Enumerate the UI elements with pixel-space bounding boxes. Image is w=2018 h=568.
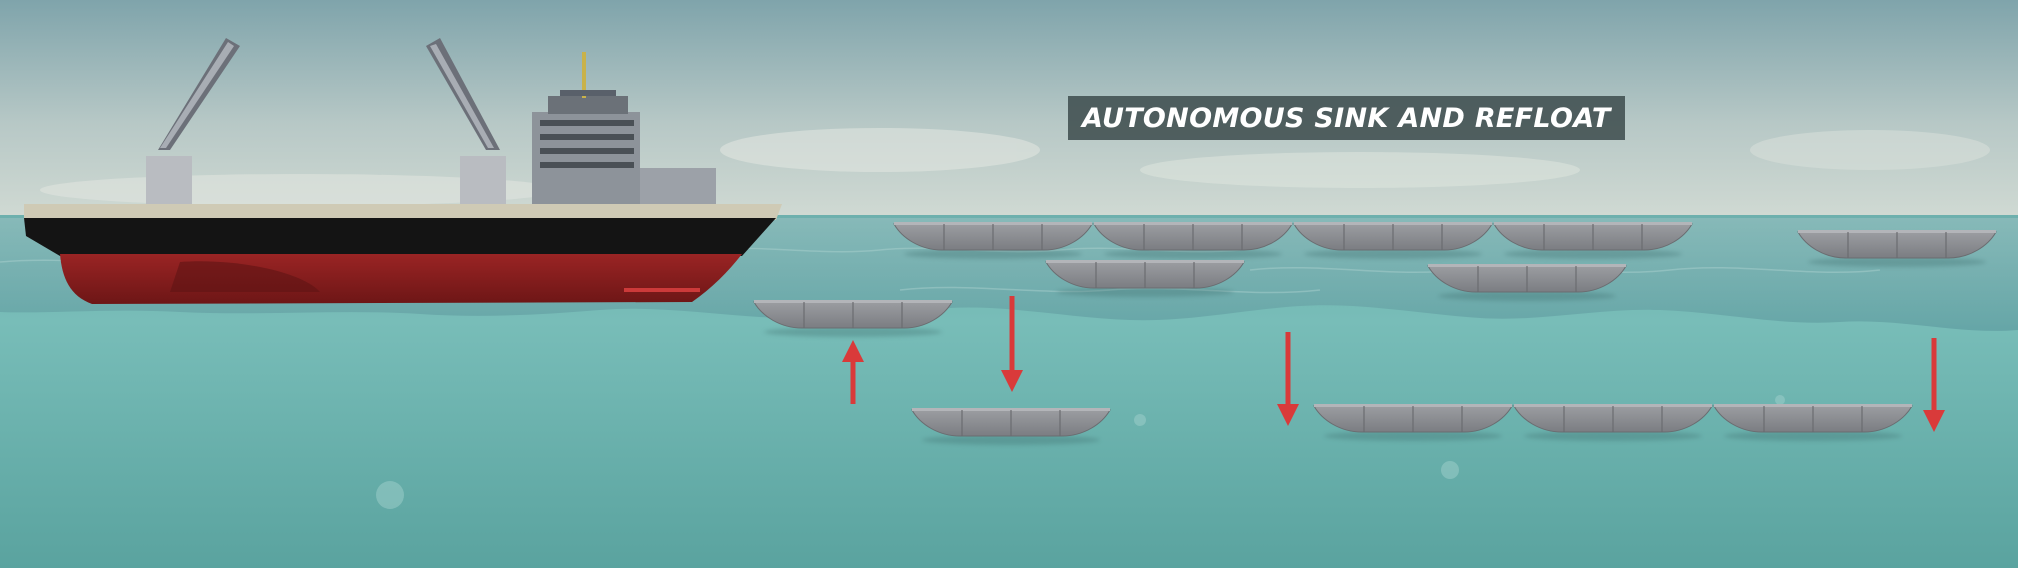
hull-deck [24, 204, 782, 220]
diagram-title-badge: AUTONOMOUS SINK AND REFLOAT [1068, 96, 1625, 140]
sink-arrow-icon [1001, 296, 1023, 392]
crane-pedestal-right [460, 156, 506, 206]
diagram-title: AUTONOMOUS SINK AND REFLOAT [1082, 102, 1611, 134]
barge-module-icon [753, 300, 953, 337]
hull-bottom [60, 254, 742, 304]
barge-module-icon [1797, 230, 1997, 267]
sink-arrow-icon [1923, 338, 1945, 432]
water-bubbles [376, 395, 1785, 509]
crane-pedestal-left [146, 156, 192, 206]
superstructure [532, 112, 640, 204]
barge-module-icon [893, 222, 1093, 259]
barge-module-icon [1045, 260, 1245, 297]
barge-group [753, 222, 1997, 445]
barge-module-icon [1493, 222, 1693, 259]
barge-module-icon [1427, 264, 1627, 301]
barge-module-icon [1313, 404, 1513, 441]
sink-arrow-icon [1277, 332, 1299, 426]
mast [582, 52, 586, 98]
barge-module-icon [1713, 404, 1913, 441]
barge-module-icon [1513, 404, 1713, 441]
hull-topside [24, 218, 776, 256]
barge-module-icon [1093, 222, 1293, 259]
arrow-group [842, 296, 1945, 432]
refloat-arrow-icon [842, 340, 864, 404]
barge-module-icon [1293, 222, 1493, 259]
bulk-carrier-ship-icon [24, 38, 782, 304]
barge-module-icon [911, 408, 1111, 445]
